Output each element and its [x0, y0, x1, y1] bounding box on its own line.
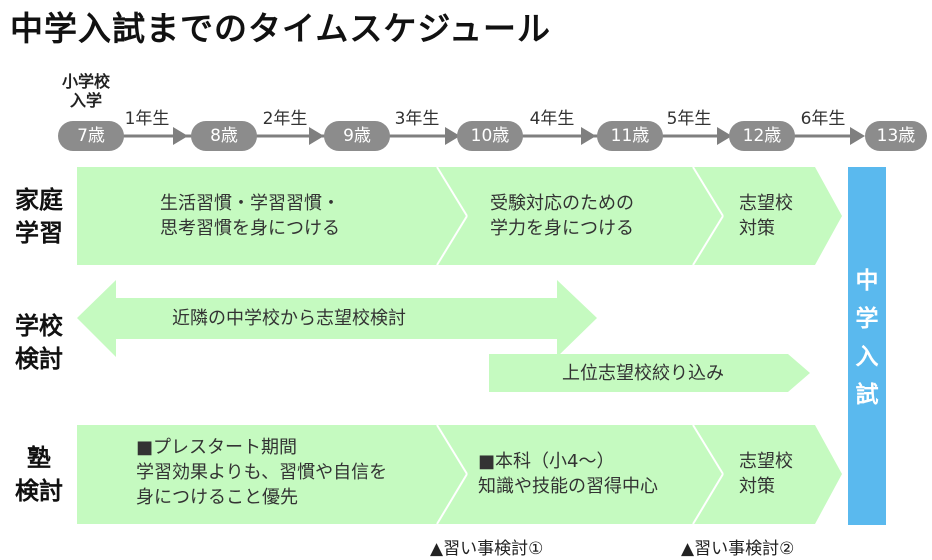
age-pill-12 [729, 121, 795, 151]
juku-text-2: ■本科（小4～） 知識や技能の習得中心 [478, 449, 658, 499]
home-study-text-3-line2: 対策 [739, 218, 775, 239]
chevron-divider [692, 166, 724, 217]
home-study-text-3-line1: 志望校 [739, 193, 793, 214]
nearby-school-text: 近隣の中学校から志望校検討 [172, 308, 406, 329]
grade-label-5: 5年生 [666, 109, 712, 129]
age-label-7: 7歳 [77, 126, 105, 146]
home-study-text-2: 受験対応のための 学力を身につける [490, 191, 634, 241]
juku-text-2-line2: 知識や技能の習得中心 [478, 476, 658, 497]
entrance-exam-bar [848, 167, 886, 525]
lesson-consideration-2: ▲習い事検討② [681, 539, 795, 559]
row-label-juku-line2: 検討 [15, 477, 63, 505]
juku-text-2-line1: ■本科（小4～） [478, 451, 615, 472]
age-label-12: 12歳 [742, 126, 782, 146]
chevron-divider [692, 424, 724, 475]
timeline-arrowhead [445, 127, 460, 145]
home-study-text-1-line2: 思考習慣を身につける [160, 218, 340, 239]
chevron-divider [436, 473, 468, 525]
nearby-school-double-arrow [77, 280, 597, 357]
age-label-9: 9歳 [343, 126, 371, 146]
row-label-juku: 塾 検討 [8, 442, 70, 508]
grade-label-3: 3年生 [394, 109, 440, 129]
school-entry-label-line2: 入学 [69, 91, 102, 110]
grade-label-1: 1年生 [124, 109, 170, 129]
age-label-13: 13歳 [876, 126, 916, 146]
juku-text-3-line1: 志望校 [739, 451, 793, 472]
timeline-arrowhead [581, 127, 596, 145]
home-study-text-2-line2: 学力を身につける [490, 218, 634, 239]
row-label-home-study-line1: 家庭 [15, 186, 63, 214]
juku-box-3 [693, 425, 842, 524]
home-study-box-3 [693, 167, 842, 265]
juku-box-1 [77, 425, 467, 524]
row-label-school: 学校 検討 [8, 310, 70, 376]
age-label-8: 8歳 [210, 126, 238, 146]
narrow-down-text: 上位志望校絞り込み [562, 363, 724, 384]
home-study-text-1: 生活習慣・学習習慣・ 思考習慣を身につける [160, 191, 340, 241]
timeline-arrowhead [850, 127, 865, 145]
age-pill-11 [597, 121, 663, 151]
page-title: 中学入試までのタイムスケジュール [10, 9, 552, 48]
age-pill-13 [865, 121, 927, 151]
timeline-arrowhead [173, 127, 188, 145]
home-study-box-1 [77, 167, 467, 265]
entrance-exam-char: 中 [855, 268, 879, 294]
home-study-text-3: 志望校 対策 [739, 191, 793, 241]
narrow-down-arrow [489, 354, 810, 392]
juku-text-1-line3: 身につけること優先 [136, 487, 298, 508]
lesson-consideration-1: ▲習い事検討① [430, 539, 544, 559]
age-pill-8 [191, 121, 257, 151]
age-pill-7 [58, 121, 124, 151]
row-label-home-study: 家庭 学習 [8, 184, 70, 250]
home-study-box-2 [437, 167, 723, 265]
chevron-divider [692, 215, 724, 266]
entrance-exam-char: 学 [855, 306, 879, 332]
juku-text-1-line1: ■プレスタート期間 [136, 437, 298, 458]
age-pill-9 [324, 121, 390, 151]
timeline-arrowhead [309, 127, 324, 145]
entrance-exam-char: 試 [855, 382, 879, 408]
age-pill-10 [457, 121, 523, 151]
age-label-11: 11歳 [610, 126, 650, 146]
entrance-exam-char: 入 [855, 344, 879, 370]
juku-text-3-line2: 対策 [739, 476, 775, 497]
grade-label-4: 4年生 [529, 109, 575, 129]
home-study-text-1-line1: 生活習慣・学習習慣・ [160, 193, 340, 214]
row-label-home-study-line2: 学習 [15, 219, 63, 247]
chevron-divider [436, 424, 468, 475]
juku-box-2 [437, 425, 723, 524]
row-label-school-line2: 検討 [15, 345, 63, 373]
grade-label-2: 2年生 [262, 109, 308, 129]
row-label-school-line1: 学校 [15, 312, 63, 340]
timeline-arrowhead [717, 127, 732, 145]
row-label-juku-line1: 塾 [27, 444, 51, 472]
juku-text-1-line2: 学習効果よりも、習慣や自信を [136, 462, 388, 483]
chevron-divider [436, 215, 468, 266]
age-label-10: 10歳 [470, 126, 510, 146]
entrance-exam-label: 中 学 入 試 [848, 262, 886, 414]
grade-label-6: 6年生 [800, 109, 846, 129]
school-entry-label-line1: 小学校 [61, 72, 110, 91]
juku-text-1: ■プレスタート期間 学習効果よりも、習慣や自信を 身につけること優先 [136, 435, 387, 510]
school-entry-label: 小学校 入学 [50, 72, 122, 110]
chevron-divider [692, 473, 724, 525]
home-study-text-2-line1: 受験対応のための [490, 193, 634, 214]
juku-text-3: 志望校 対策 [739, 449, 793, 499]
chevron-divider [436, 166, 468, 217]
